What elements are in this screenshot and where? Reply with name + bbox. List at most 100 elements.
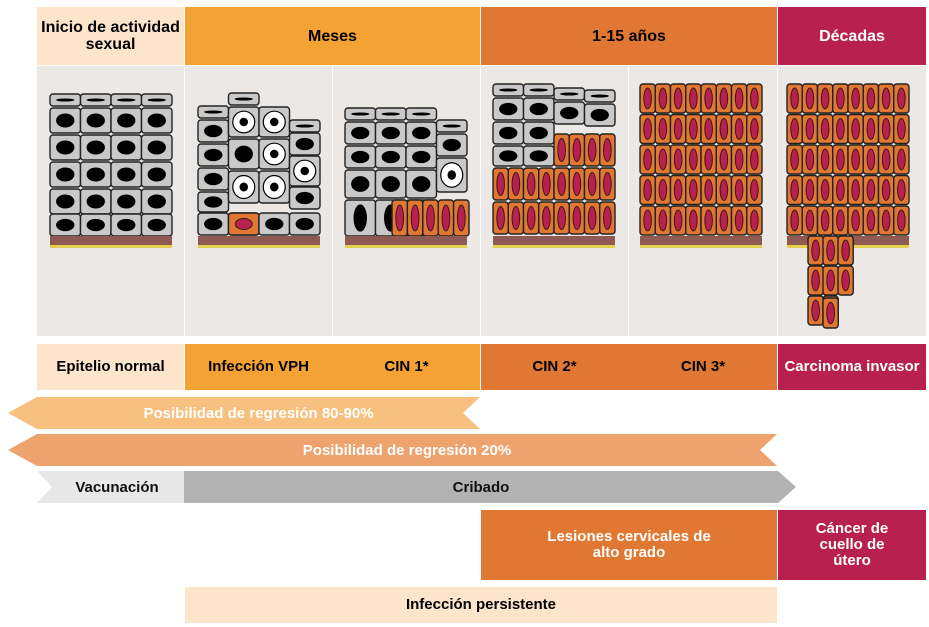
nucleus (56, 140, 75, 155)
regression-high-label: Posibilidad de regresión 80-90% (143, 404, 374, 422)
flat-nucleus (351, 112, 370, 116)
atypical-nucleus (790, 209, 799, 232)
atypical-nucleus (673, 209, 683, 232)
basement-membrane (493, 236, 615, 245)
flat-nucleus (117, 98, 136, 102)
nucleus (86, 167, 105, 182)
atypical-nucleus (673, 148, 683, 171)
atypical-nucleus (689, 87, 698, 110)
atypical-nucleus (658, 87, 668, 110)
atypical-nucleus (643, 179, 652, 201)
nucleus (117, 140, 136, 155)
nucleus (499, 150, 518, 162)
atypical-nucleus (557, 137, 566, 163)
nucleus (117, 194, 136, 209)
atypical-nucleus (866, 87, 876, 110)
nucleus (560, 106, 579, 120)
cervical-cancer-box: Cáncer de cuello de útero (778, 510, 926, 580)
atypical-nucleus (426, 204, 435, 232)
atypical-nucleus (750, 209, 759, 232)
nucleus (265, 217, 284, 231)
atypical-nucleus (643, 118, 652, 140)
header-sexual-activity: Inicio de actividad sexual (37, 7, 184, 65)
basement-membrane (198, 236, 320, 245)
flat-nucleus (499, 88, 518, 92)
atypical-nucleus (557, 205, 566, 231)
nucleus (204, 217, 223, 231)
stage-vph: Infección VPH (208, 358, 309, 375)
atypical-nucleus (820, 179, 830, 201)
atypical-nucleus (658, 179, 668, 201)
atypical-nucleus (658, 209, 668, 232)
nucleus (86, 194, 105, 209)
nucleus (56, 194, 75, 209)
atypical-nucleus (866, 118, 876, 140)
atypical-nucleus (526, 171, 536, 197)
atypical-nucleus (836, 209, 845, 232)
atypical-nucleus (805, 148, 815, 171)
stage-band-months (185, 344, 480, 390)
atypical-nucleus (820, 87, 830, 110)
atypical-nucleus (826, 301, 835, 325)
flat-nucleus (234, 97, 253, 101)
atypical-nucleus (704, 87, 713, 110)
atypical-nucleus (704, 209, 713, 232)
atypical-nucleus (511, 171, 521, 197)
atypical-nucleus (820, 118, 830, 140)
atypical-nucleus (734, 209, 744, 232)
flat-nucleus (56, 98, 75, 102)
flat-nucleus (560, 92, 579, 96)
atypical-nucleus (603, 171, 612, 197)
nucleus (351, 126, 370, 140)
nucleus (442, 138, 461, 152)
atypical-nucleus (511, 205, 521, 231)
nucleus (86, 140, 105, 155)
atypical-nucleus (658, 118, 668, 140)
atypical-nucleus (658, 148, 668, 171)
nucleus (204, 148, 223, 162)
nucleus (412, 150, 431, 164)
atypical-nucleus (881, 148, 891, 171)
nucleus (204, 172, 223, 186)
atypical-nucleus (805, 87, 815, 110)
nucleus (117, 167, 136, 182)
nucleus (204, 196, 223, 208)
basement-line (640, 245, 762, 248)
atypical-nucleus (841, 269, 850, 292)
basement-line (50, 245, 172, 248)
flat-nucleus (529, 88, 548, 92)
koilocyte-nucleus (239, 182, 249, 192)
atypical-nucleus (805, 209, 815, 232)
atypical-nucleus (557, 171, 566, 197)
atypical-nucleus (811, 299, 820, 322)
atypical-nucleus (734, 179, 744, 201)
atypical-nucleus (897, 87, 906, 110)
nucleus (204, 124, 223, 138)
atypical-nucleus (704, 118, 713, 140)
atypical-nucleus (542, 205, 551, 231)
header-months: Meses (185, 7, 480, 65)
atypical-nucleus (790, 148, 799, 171)
atypical-nucleus (587, 205, 597, 231)
atypical-nucleus (526, 205, 536, 231)
flat-nucleus (147, 98, 166, 102)
atypical-nucleus (897, 179, 906, 201)
atypical-nucleus (750, 179, 759, 201)
atypical-nucleus (811, 269, 820, 292)
nucleus (147, 140, 166, 155)
atypical-nucleus (719, 179, 729, 201)
atypical-nucleus (881, 87, 891, 110)
header-years: 1-15 años (481, 7, 777, 65)
high-grade-lesions-box: Lesiones cervicales de alto grado (481, 510, 777, 580)
nucleus (381, 126, 400, 140)
atypical-nucleus (496, 205, 505, 231)
atypical-nucleus (734, 87, 744, 110)
nucleus (56, 167, 75, 182)
atypical-nucleus (673, 87, 683, 110)
atypical-nucleus (811, 239, 820, 262)
nucleus (86, 113, 105, 128)
atypical-nucleus (790, 179, 799, 201)
nucleus (529, 150, 548, 162)
basement-membrane (640, 236, 762, 245)
nucleus (499, 102, 518, 116)
